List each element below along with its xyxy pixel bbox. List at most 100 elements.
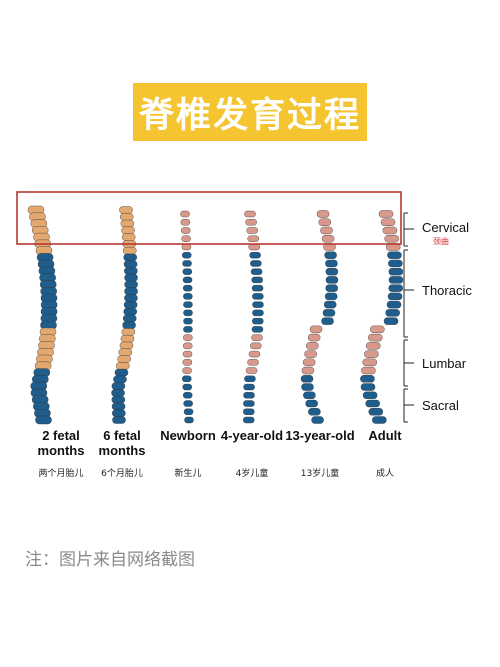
vertebra	[360, 375, 375, 383]
spine-2	[111, 206, 138, 424]
vertebra	[321, 235, 335, 243]
stage-label-2: 6 fetal months	[98, 428, 146, 458]
title-banner: 脊椎发育过程	[133, 83, 367, 141]
region-label-lumbar: Lumbar	[422, 356, 467, 371]
vertebra	[182, 359, 193, 366]
vertebra	[35, 415, 52, 425]
vertebra	[183, 342, 193, 350]
vertebra	[302, 358, 316, 367]
vertebra	[382, 226, 398, 235]
stage-label-1: 2 fetal months	[37, 428, 85, 458]
spine-4	[243, 210, 264, 424]
vertebra	[362, 391, 378, 399]
region-label-cervical-cn: 颈曲	[433, 237, 449, 246]
vertebra	[114, 368, 129, 377]
vertebra	[124, 294, 138, 302]
vertebra	[309, 325, 323, 334]
vertebra	[388, 259, 403, 268]
stage-label-cn-1: 两个月胎儿	[38, 469, 84, 479]
vertebra	[182, 383, 192, 391]
vertebra	[386, 300, 402, 309]
vertebra	[324, 251, 337, 259]
stage-label-cn-5: 13岁儿童	[300, 469, 340, 479]
vertebra	[383, 317, 399, 325]
vertebra	[121, 328, 136, 336]
vertebra	[246, 227, 258, 234]
vertebra	[123, 314, 137, 323]
vertebra	[111, 402, 126, 411]
vertebra	[300, 375, 314, 383]
region-label-cervical: Cervical	[422, 220, 469, 235]
stage-label-4: 4-year-old	[220, 428, 284, 443]
vertebra	[252, 309, 264, 317]
spine-columns	[27, 205, 404, 425]
vertebra	[243, 392, 255, 399]
vertebra	[248, 350, 261, 358]
vertebra	[362, 358, 377, 367]
vertebra	[182, 260, 192, 267]
vertebra	[119, 206, 133, 214]
vertebra	[111, 389, 125, 397]
vertebra	[318, 218, 331, 226]
vertebra	[366, 342, 381, 350]
vertebra	[124, 274, 138, 282]
spine-1	[27, 205, 58, 425]
vertebra	[244, 375, 256, 383]
vertebra	[251, 326, 264, 333]
vertebra	[121, 233, 136, 241]
vertebra	[123, 307, 137, 316]
vertebra	[183, 284, 193, 292]
vertebra	[183, 392, 193, 399]
vertebra	[372, 416, 387, 424]
cervical-highlight-box	[16, 191, 402, 245]
vertebra	[184, 416, 194, 424]
vertebra	[385, 309, 400, 317]
vertebra	[301, 366, 315, 375]
vertebra	[364, 350, 379, 358]
vertebra	[301, 383, 314, 391]
vertebra	[112, 409, 126, 417]
vertebra	[119, 341, 134, 350]
vertebra	[182, 350, 193, 358]
vertebra	[325, 276, 339, 284]
spine-3	[180, 210, 194, 424]
vertebra	[112, 416, 126, 424]
stage-label-cn-6: 成人	[375, 469, 394, 479]
stage-label-3: Newborn	[160, 428, 216, 443]
vertebra	[252, 317, 264, 325]
vertebra	[182, 375, 192, 383]
spine-5	[300, 210, 339, 424]
vertebra	[123, 301, 138, 309]
vertebra	[311, 416, 324, 424]
vertebra	[183, 326, 193, 333]
vertebra	[370, 325, 385, 334]
vertebra	[243, 416, 255, 424]
stage-label-5: 13-year-old	[285, 428, 355, 443]
vertebra	[325, 267, 339, 276]
vertebra	[124, 287, 138, 295]
vertebra	[251, 276, 263, 284]
vertebra	[122, 321, 136, 329]
vertebra	[388, 276, 404, 284]
vertebra	[123, 260, 138, 268]
vertebra	[378, 210, 394, 218]
vertebra	[121, 226, 135, 235]
vertebra	[124, 267, 138, 275]
vertebra	[123, 246, 137, 255]
vertebra	[182, 268, 193, 275]
vertebra	[251, 284, 264, 292]
vertebra	[252, 301, 264, 308]
vertebra	[325, 284, 338, 292]
vertebra	[183, 293, 193, 300]
vertebra	[124, 280, 138, 289]
vertebra	[123, 253, 137, 262]
vertebra	[388, 284, 403, 292]
stage-label-cn-4: 4岁儿童	[235, 469, 269, 479]
vertebra	[249, 251, 261, 259]
vertebra	[180, 219, 191, 226]
vertebra	[316, 210, 330, 218]
vertebra	[120, 335, 135, 343]
vertebra	[243, 408, 255, 415]
stage-label-cn-3: 新生儿	[174, 469, 202, 479]
region-brackets	[403, 212, 414, 423]
